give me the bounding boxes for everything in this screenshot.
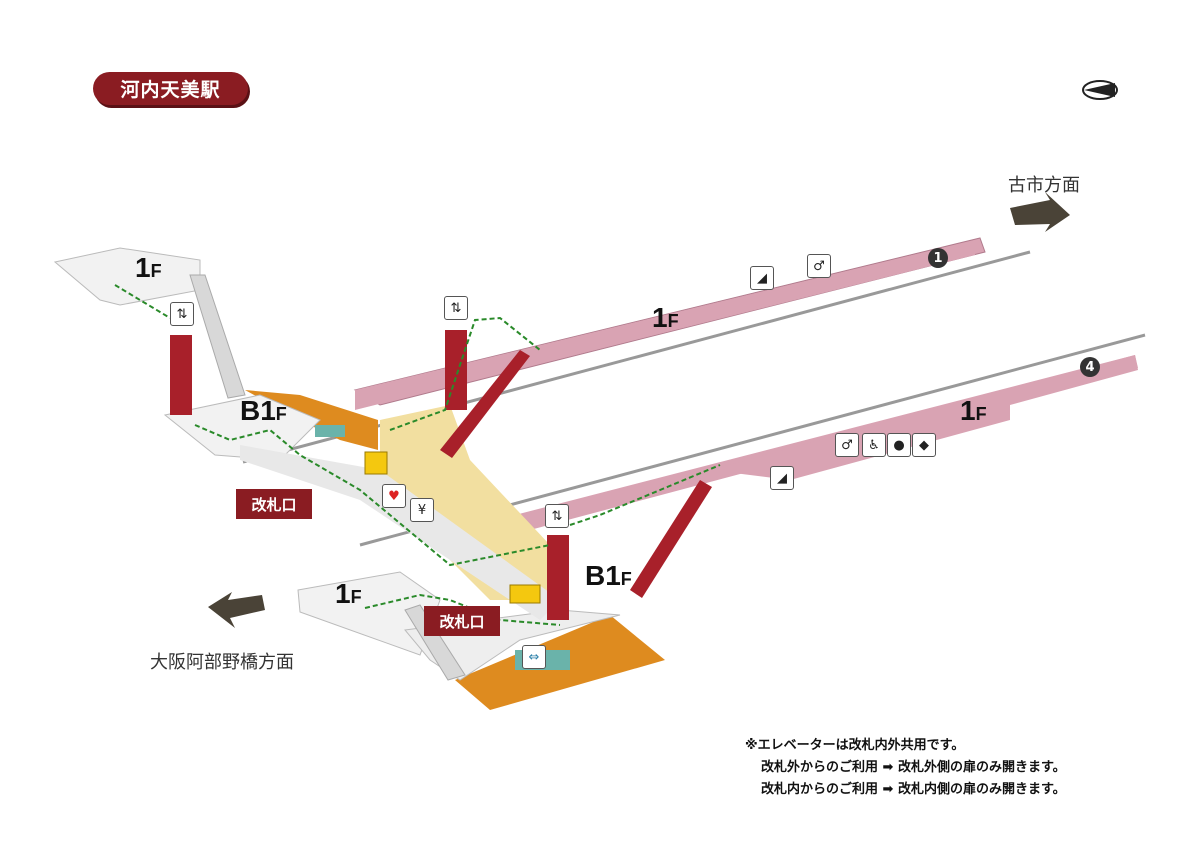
floor-label-b1-left: B1F xyxy=(240,395,287,426)
route-b1 xyxy=(194,424,551,567)
floor-b1-left xyxy=(163,394,321,461)
arrow-up-direction xyxy=(1010,192,1070,232)
elevator-shaft-right xyxy=(547,535,569,620)
platform-number-1: 1 xyxy=(928,248,948,268)
notes: ※エレベーターは改札内外共用です。 改札外からのご利用 ➡ 改札外側の扉のみ開き… xyxy=(745,735,1066,801)
station-name-badge: 河内天美駅 xyxy=(93,72,248,105)
stairs-left xyxy=(189,274,246,399)
elevator-icon-left: ⇅ xyxy=(170,302,194,326)
walkway xyxy=(240,445,560,620)
direction-up-label: 古市方面 xyxy=(1008,175,1080,196)
elevator-shaft-left xyxy=(170,335,192,415)
bench-icon-lower: ◢ xyxy=(770,466,794,490)
floor-label-1f-left: 1F xyxy=(135,252,162,283)
ticket-machine-icon: ¥ xyxy=(410,498,434,522)
platform-4-body xyxy=(710,355,1138,480)
gate-label-lower: 改札口 xyxy=(424,606,500,636)
route-bottom xyxy=(364,593,561,626)
baby-icon: ◆ xyxy=(912,433,936,457)
teal-pad-upper xyxy=(315,425,345,437)
floor-1f-left xyxy=(53,247,201,306)
elevator-icon-mid: ⇅ xyxy=(444,296,468,320)
platform-number-4: 4 xyxy=(1080,357,1100,377)
bench-icon-upper: ◢ xyxy=(750,266,774,290)
elevator-shaft-mid xyxy=(445,330,467,410)
note-2: 改札外からのご利用 ➡ 改札外側の扉のみ開きます。 xyxy=(761,760,1066,775)
elevator-icon-right: ⇅ xyxy=(545,504,569,528)
wheelchair-icon: ♿ xyxy=(862,433,886,457)
note-3: 改札内からのご利用 ➡ 改札内側の扉のみ開きます。 xyxy=(761,782,1066,797)
ostomate-icon: ● xyxy=(887,433,911,457)
compass-needle xyxy=(1084,83,1115,97)
route-left xyxy=(114,284,171,319)
stairs-bottom xyxy=(404,604,466,681)
route-upper xyxy=(389,316,541,431)
stairs-right xyxy=(630,480,712,598)
floor-label-1f-lower: 1F xyxy=(960,395,987,426)
route-lower xyxy=(569,464,721,526)
ticket-gate-upper xyxy=(364,451,388,475)
note-1: ※エレベーターは改札内外共用です。 xyxy=(745,738,965,753)
transfer-icon: ⇔ xyxy=(522,645,546,669)
restroom-icon-lower: ♂ xyxy=(835,433,859,457)
gate-label-upper: 改札口 xyxy=(236,489,312,519)
floor-label-1f-upper: 1F xyxy=(652,302,679,333)
ticket-gate-lower xyxy=(509,584,541,604)
floor-label-b1-right: B1F xyxy=(585,560,632,591)
floor-label-1f-bottom: 1F xyxy=(335,578,362,609)
stairs-mid xyxy=(440,350,530,458)
direction-down-label: 大阪阿部野橋方面 xyxy=(150,652,294,673)
restroom-icon-upper: ♂ xyxy=(807,254,831,278)
arrow-down-direction xyxy=(208,592,265,628)
heart-icon: ♥ xyxy=(382,484,406,508)
